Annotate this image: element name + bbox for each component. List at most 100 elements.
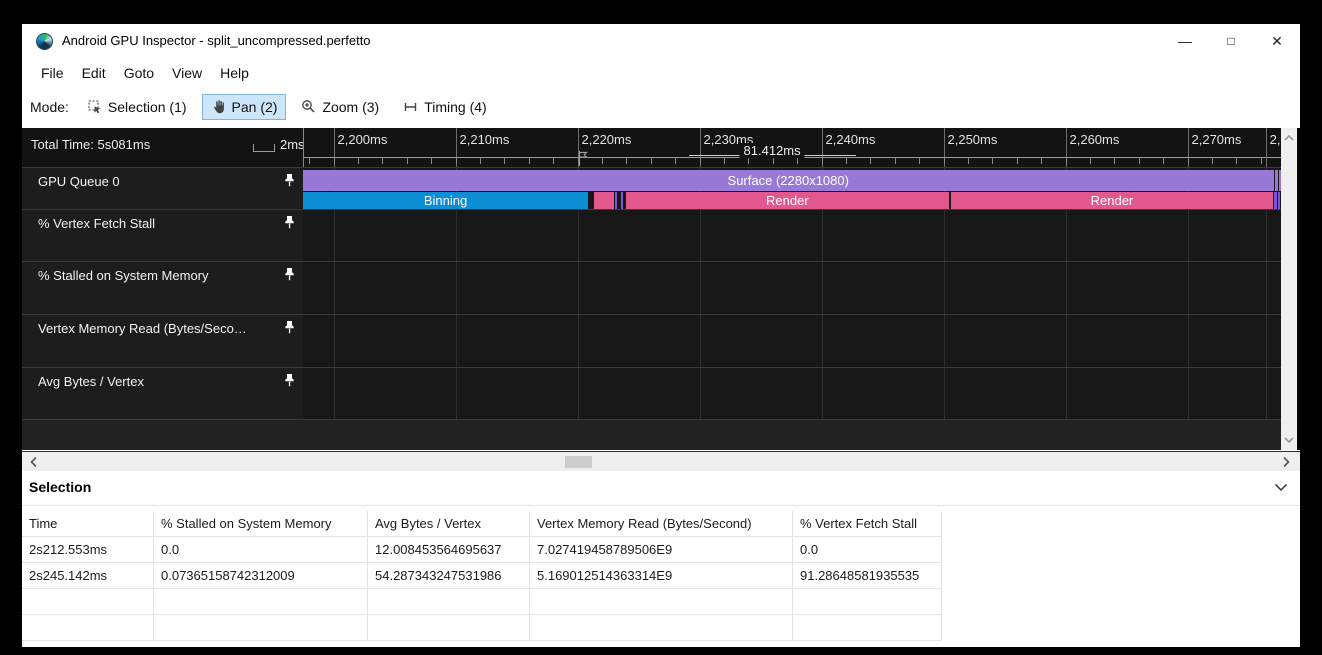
slice-slice[interactable] bbox=[1278, 192, 1281, 209]
ruler-tick bbox=[919, 157, 921, 164]
slice-slice[interactable] bbox=[620, 192, 623, 209]
mode-toolbar: Mode: Selection (1)Pan (2)Zoom (3)Timing… bbox=[30, 85, 496, 128]
close-button[interactable]: ✕ bbox=[1271, 33, 1283, 49]
column-header[interactable]: % Vertex Fetch Stall bbox=[792, 511, 942, 537]
column-header[interactable]: % Stalled on System Memory bbox=[153, 511, 368, 537]
flag-marker-icon[interactable] bbox=[578, 150, 589, 167]
column-header[interactable]: Time bbox=[22, 511, 154, 537]
ruler-tick bbox=[382, 157, 384, 164]
menu-help[interactable]: Help bbox=[220, 64, 249, 81]
ruler-tick bbox=[528, 157, 530, 164]
timeline[interactable]: Total Time: 5s081ms 2ms 2,200ms 2,210ms 2,… bbox=[22, 128, 1300, 450]
pin-button[interactable] bbox=[283, 215, 298, 231]
ruler-left-edge bbox=[303, 128, 304, 167]
ruler-gridline bbox=[577, 128, 579, 167]
maximize-button[interactable]: □ bbox=[1227, 34, 1235, 48]
slice-slice[interactable] bbox=[1274, 192, 1277, 209]
menubar: File Edit Goto View Help bbox=[22, 60, 1300, 85]
ruler-label: 2,200ms bbox=[337, 132, 388, 147]
horizontal-scrollbar[interactable] bbox=[22, 451, 1300, 471]
binning-slice[interactable]: Binning bbox=[303, 192, 588, 209]
table-cell: 7.027419458789506E9 bbox=[529, 536, 793, 563]
titlebar: Android GPU Inspector - split_uncompress… bbox=[22, 24, 1300, 60]
timeline-right-margin bbox=[1297, 128, 1300, 450]
column-header[interactable]: Avg Bytes / Vertex bbox=[367, 511, 530, 537]
column-header[interactable]: Vertex Memory Read (Bytes/Second) bbox=[529, 511, 793, 537]
pin-button[interactable] bbox=[283, 173, 298, 189]
ruler-tick bbox=[333, 157, 335, 164]
table-row-empty bbox=[22, 614, 942, 641]
vertical-scrollbar[interactable] bbox=[1281, 128, 1297, 450]
slice-slice[interactable] bbox=[1274, 170, 1278, 191]
scale-label: 2ms bbox=[280, 137, 305, 152]
track-canvas[interactable] bbox=[303, 168, 1281, 450]
ruler-tick bbox=[650, 157, 652, 164]
ruler-label: 2,210ms bbox=[459, 132, 510, 147]
table-cell: 2s245.142ms bbox=[22, 562, 154, 589]
ruler-tick bbox=[675, 157, 677, 164]
table-cell: 0.0 bbox=[792, 536, 942, 563]
time-ruler[interactable]: Total Time: 5s081ms 2ms bbox=[22, 128, 1300, 167]
surface-slice[interactable]: Surface (2280x1080) bbox=[303, 170, 1274, 191]
track-separator bbox=[22, 419, 1281, 420]
track-label-panel bbox=[22, 168, 303, 450]
pin-icon bbox=[285, 174, 294, 187]
scroll-left-icon[interactable] bbox=[28, 456, 40, 468]
table-cell: 0.0 bbox=[153, 536, 368, 563]
zoom-mode-button[interactable]: Zoom (3) bbox=[292, 94, 388, 120]
scroll-up-icon[interactable] bbox=[1283, 132, 1295, 144]
slice-slice[interactable] bbox=[1279, 170, 1281, 191]
ruler-tick bbox=[821, 157, 823, 164]
ruler-gridline bbox=[943, 128, 945, 167]
table-cell: 12.008453564695637 bbox=[367, 536, 530, 563]
selection-mode-button[interactable]: Selection (1) bbox=[79, 94, 196, 120]
menu-edit[interactable]: Edit bbox=[81, 64, 106, 81]
menu-view[interactable]: View bbox=[172, 64, 203, 81]
track-separator bbox=[22, 261, 1281, 262]
ruler-tick bbox=[309, 157, 311, 164]
slice-slice[interactable] bbox=[615, 192, 618, 209]
ruler-tick bbox=[504, 157, 506, 164]
pin-button[interactable] bbox=[283, 320, 298, 336]
render-slice[interactable]: Render bbox=[625, 192, 949, 209]
track-separator bbox=[22, 314, 1281, 315]
ruler-label: 2,280ms bbox=[1269, 132, 1281, 147]
track-gridline bbox=[333, 168, 335, 450]
scrollbar-thumb[interactable] bbox=[565, 456, 592, 468]
measurement-label: 81.412ms bbox=[739, 143, 805, 158]
ruler-tick bbox=[723, 157, 725, 164]
scroll-right-icon[interactable] bbox=[1280, 456, 1292, 468]
mode-button-label: Selection (1) bbox=[107, 98, 187, 115]
ruler-tick bbox=[797, 157, 799, 164]
pin-button[interactable] bbox=[283, 373, 298, 389]
scroll-down-icon[interactable] bbox=[1283, 434, 1295, 446]
table-row-empty bbox=[22, 588, 942, 615]
ruler-tick bbox=[1065, 157, 1067, 164]
track-label-vertex-fetch-stall: % Vertex Fetch Stall bbox=[38, 216, 156, 231]
track-separator bbox=[22, 209, 1281, 210]
table-cell: 54.287343247531986 bbox=[367, 562, 530, 589]
track-gridline bbox=[821, 168, 823, 450]
scale-bracket-icon bbox=[253, 144, 275, 152]
table-cell bbox=[367, 588, 530, 615]
pan-mode-button[interactable]: Pan (2) bbox=[201, 93, 287, 120]
pin-icon bbox=[285, 321, 294, 334]
render-slice[interactable]: Render bbox=[950, 192, 1274, 209]
ruler-tick bbox=[431, 157, 433, 164]
minimize-button[interactable]: — bbox=[1178, 33, 1192, 49]
slice-slice[interactable] bbox=[594, 192, 614, 209]
ruler-tick bbox=[577, 157, 579, 164]
pin-button[interactable] bbox=[283, 267, 298, 283]
ruler-gridline bbox=[333, 128, 335, 167]
ruler-tick bbox=[406, 157, 408, 164]
menu-goto[interactable]: Goto bbox=[123, 64, 155, 81]
menu-file[interactable]: File bbox=[41, 64, 64, 81]
table-cell bbox=[792, 614, 942, 641]
collapse-chevron-icon[interactable] bbox=[1274, 483, 1288, 492]
ruler-tick bbox=[626, 157, 628, 164]
timing-mode-button[interactable]: Timing (4) bbox=[394, 94, 496, 120]
